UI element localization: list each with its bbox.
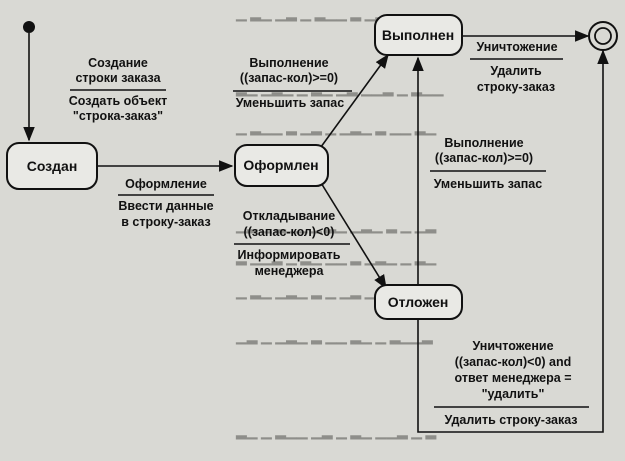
svg-text:▂▁ ▁▂▁ ▁ ▂▁ ▁▂ ▁▁▂ ▁ ▂▁▁: ▂▁ ▁▂▁ ▁ ▂▁ ▁▂ ▁▁▂ ▁ ▂▁▁ [235,82,444,97]
label-destroy-1-event: Уничтожение [476,40,557,54]
label-execute-2-event-line-1: Выполнение [444,136,523,150]
final-state [588,21,618,51]
label-destroy-2: Уничтожение ((запас-кол)<0) and ответ ме… [434,339,589,427]
label-defer-action-line-2: менеджера [255,264,325,278]
label-create-action-line-2: "строка-заказ" [73,109,163,123]
svg-text:▁▂ ▁ ▁▂▁ ▂ ▁▁ ▂▁ ▁ ▂▁▁▂: ▁▂ ▁ ▁▂▁ ▂ ▁▁ ▂▁ ▁ ▂▁▁▂ [235,330,433,345]
label-destroy-1-action-line-2: строку-заказ [477,80,555,94]
label-create: Создание строки заказа Создать объект "с… [69,56,168,123]
state-deferred-label: Отложен [388,294,449,310]
svg-text:▂ ▁▁▂ ▁ ▂▁ ▁▁ ▂ ▁▂▁ ▁ ▂▁: ▂ ▁▁▂ ▁ ▂▁ ▁▁ ▂ ▁▂▁ ▁ ▂▁ [235,251,436,266]
label-defer: Откладывание ((запас-кол)<0) Информирова… [234,209,350,278]
transition-labels: Создание строки заказа Создать объект "с… [69,40,589,427]
label-destroy-2-event-line-3: ответ менеджера = [455,371,572,385]
label-defer-event-line-2: ((запас-кол)<0) [244,225,335,239]
label-execute-2-action: Уменьшить запас [434,177,542,191]
label-execute-2-event-line-2: ((запас-кол)>=0) [435,151,533,165]
label-destroy-1-action-line-1: Удалить [490,64,542,78]
label-destroy-1: Уничтожение Удалить строку-заказ [470,40,563,94]
label-execute-1: Выполнение ((запас-кол)>=0) Уменьшить за… [233,56,352,110]
label-execute-1-event-line-1: Выполнение [249,56,328,70]
label-execute-1-action: Уменьшить запас [236,96,344,110]
label-create-action-line-1: Создать объект [69,94,168,108]
initial-state [23,21,35,33]
label-destroy-2-action: Удалить строку-заказ [444,413,577,427]
label-issue-action-line-1: Ввести данные [118,199,213,213]
edge-issued-to-deferred [317,177,387,290]
edge-deferred-to-final [417,49,609,433]
svg-text:▂▁ ▁ ▂▁▁ ▁▂ ▁ ▂▁ ▁▁▂ ▁ ▂: ▂▁ ▁ ▂▁▁ ▁▂ ▁ ▂▁ ▁▁▂ ▁ ▂ [235,425,436,440]
label-execute-1-event-line-2: ((запас-кол)>=0) [240,71,338,85]
label-create-event-line-2: строки заказа [75,71,161,85]
label-issue: Оформление Ввести данные в строку-заказ [118,177,214,229]
label-destroy-2-event-line-1: Уничтожение [472,339,553,353]
state-issued-label: Оформлен [243,157,318,173]
state-deferred: Отложен [374,284,463,320]
label-issue-event: Оформление [125,177,207,191]
state-issued: Оформлен [234,144,329,187]
label-create-event-line-1: Создание [88,56,148,70]
edges [23,30,609,433]
svg-text:▁ ▂▁▁ ▂ ▁▂ ▁ ▁▂▁ ▂ ▁▁ ▂▁: ▁ ▂▁▁ ▂ ▁▂ ▁ ▁▂▁ ▂ ▁▁ ▂▁ [235,121,436,136]
svg-text:▁▂ ▁ ▂▁▁ ▁ ▂▁ ▁▂▁ ▂ ▁ ▁▂: ▁▂ ▁ ▂▁▁ ▁ ▂▁ ▁▂▁ ▂ ▁ ▁▂ [235,219,436,234]
nodes: Создан Оформлен Выполнен Отложен [6,14,618,320]
label-destroy-2-event-line-4: "удалить" [482,387,545,401]
label-execute-2: Выполнение ((запас-кол)>=0) Уменьшить за… [430,136,546,191]
label-destroy-2-event-line-2: ((запас-кол)<0) and [455,355,572,369]
label-defer-event-line-1: Откладывание [243,209,335,223]
label-issue-action-line-2: в строку-заказ [121,215,210,229]
state-created-label: Создан [27,158,78,174]
edge-issued-to-done [317,53,389,152]
state-done-label: Выполнен [382,27,454,43]
label-defer-action-line-1: Информировать [238,248,341,262]
state-done: Выполнен [374,14,463,56]
state-created: Создан [6,142,98,190]
